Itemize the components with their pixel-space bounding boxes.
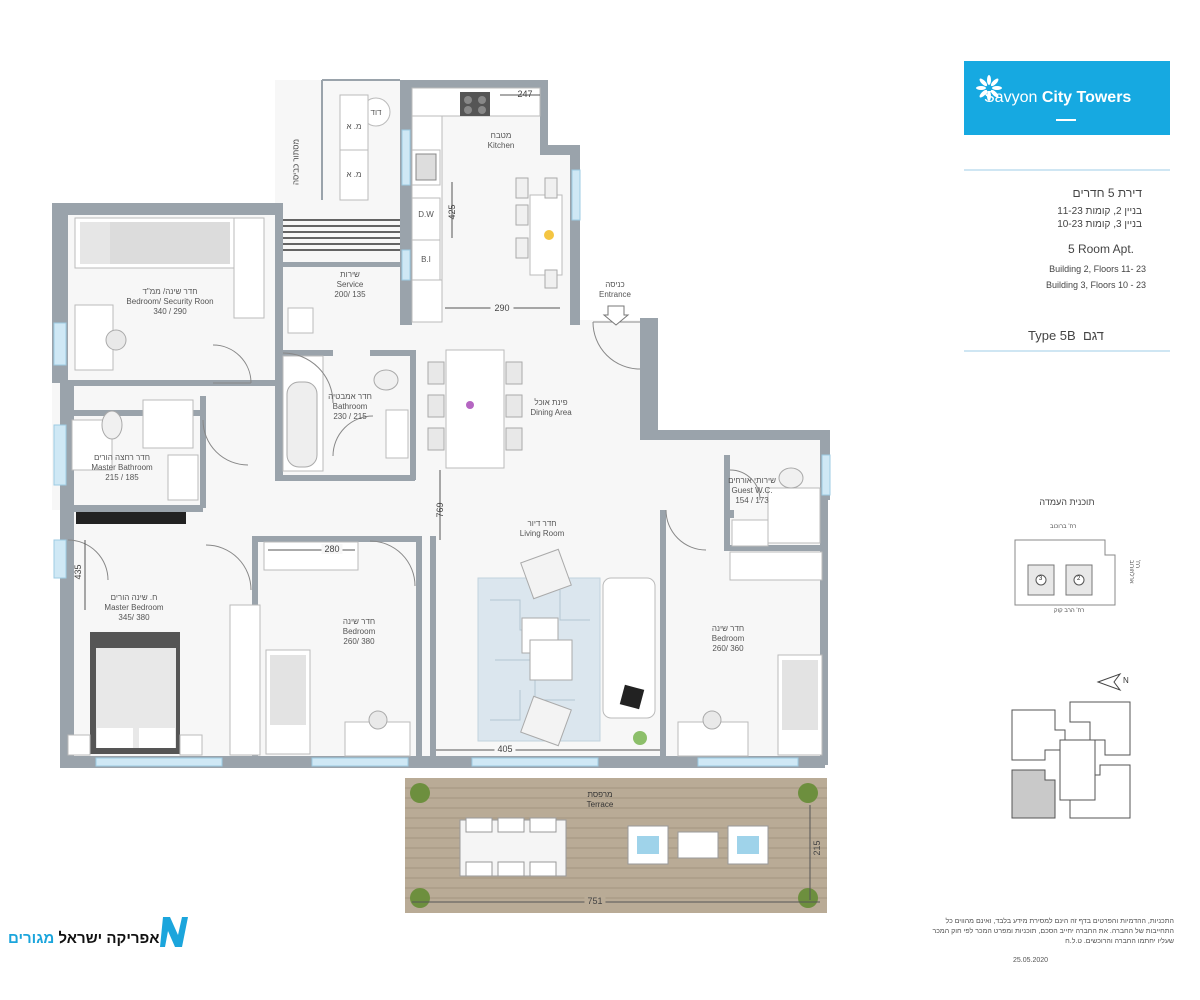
dim-dining-top: 290: [490, 303, 514, 313]
disclaimer-date: 25.05.2020: [1013, 957, 1049, 964]
logo-underline: [1056, 119, 1076, 121]
building-2-number: 2: [1077, 576, 1081, 582]
ma2-label: מ. א: [346, 170, 362, 179]
dim-living-bottom: 405: [494, 744, 516, 754]
room-service: שירות Service 200/ 135: [334, 270, 366, 299]
dim-bedroom-mid-top: 280: [321, 544, 343, 554]
developer-mark-icon: [160, 917, 188, 947]
room-master-bed: ח. שינה הורים Master Bedroom 345/ 380: [104, 593, 164, 622]
north-label: N: [1123, 676, 1129, 685]
brand-name: Savyon City Towers: [984, 89, 1132, 106]
boiler-label: דוד: [370, 108, 382, 117]
room-terrace: מרפסת Terrace: [586, 790, 614, 809]
divider-top: [964, 169, 1170, 171]
room-dining: פינת אוכל Dining Area: [530, 398, 572, 417]
building-floor-mini-plan: N: [1000, 660, 1150, 830]
room-bathroom: חדר אמבטיה Bathroom 230 / 215: [328, 392, 372, 421]
ma1-label: מ. א: [346, 122, 362, 131]
developer-name: אפריקה ישראל מגורים: [8, 930, 160, 947]
room-living: חדר דיור Living Room: [519, 519, 565, 538]
room-bedroom-right: חדר שינה Bedroom 260/ 360: [711, 624, 745, 653]
bi-label: B.I: [421, 255, 431, 264]
apt-title-he: דירת 5 חדרים: [1072, 186, 1142, 200]
legal-disclaimer: התכניות, ההדמיות והפרטים בדף זה הינם למס…: [932, 918, 1174, 945]
north-arrow-icon: [1096, 672, 1122, 692]
apt-title-en: 5 Room Apt.: [1067, 242, 1134, 256]
room-security: חדר שינה/ ממ"ד Bedroom/ Security Roon 34…: [126, 287, 214, 316]
brand-logo: Savyon City Towers: [964, 61, 1170, 135]
room-entrance: כניסה Entrance: [598, 280, 632, 299]
site-keyplan: רח' ברוכוב רח' ארלוזורוב רח' הרב קוק 3 2: [1000, 520, 1150, 630]
divider-bottom: [964, 350, 1170, 352]
street-bottom: רח' הרב קוק: [1054, 608, 1085, 614]
street-side: רח' ארלוזורוב: [1128, 560, 1140, 584]
dim-living-vertical: 769: [435, 502, 445, 518]
street-top: רח' ברוכוב: [1050, 524, 1077, 530]
apt-building2-en: Building 2, Floors 11- 23: [1049, 264, 1146, 274]
apt-type: Type 5B דגם: [1028, 328, 1104, 343]
room-kitchen: מטבח Kitchen: [487, 131, 515, 150]
building-3-number: 3: [1039, 576, 1043, 582]
dim-master-side: 435: [73, 564, 83, 580]
floor-plan-drawing: [52, 79, 831, 913]
room-guest-wc: שירותי אורחים Guest W.C. 154 / 173: [728, 476, 776, 505]
keyplan-title: תוכנית העמדה: [1039, 497, 1095, 507]
dw-label: D.W: [418, 210, 434, 219]
dim-kitchen-top: 247: [517, 89, 533, 99]
dim-kitchen-side: 425: [447, 204, 457, 220]
laundry-note: מסתור כביסה: [291, 139, 301, 185]
apt-building2-he: בניין 2, קומות 11-23: [1057, 206, 1142, 217]
dim-terrace-side: 215: [812, 840, 822, 856]
flower-icon: [976, 75, 1002, 101]
apt-building3-he: בניין 3, קומות 10-23: [1057, 219, 1142, 230]
room-bedroom-mid: חדר שינה Bedroom 260/ 380: [342, 617, 376, 646]
developer-logo: אפריקה ישראל מגורים: [4, 915, 190, 951]
room-master-bath: חדר רחצה הורים Master Bathroom 215 / 185: [91, 453, 153, 482]
apt-building3-en: Building 3, Floors 10 - 23: [1045, 280, 1146, 290]
dim-terrace-bottom: 751: [584, 896, 606, 906]
floor-plan: 247 425 290 769 280 435 405 215 751 דוד …: [52, 79, 831, 913]
